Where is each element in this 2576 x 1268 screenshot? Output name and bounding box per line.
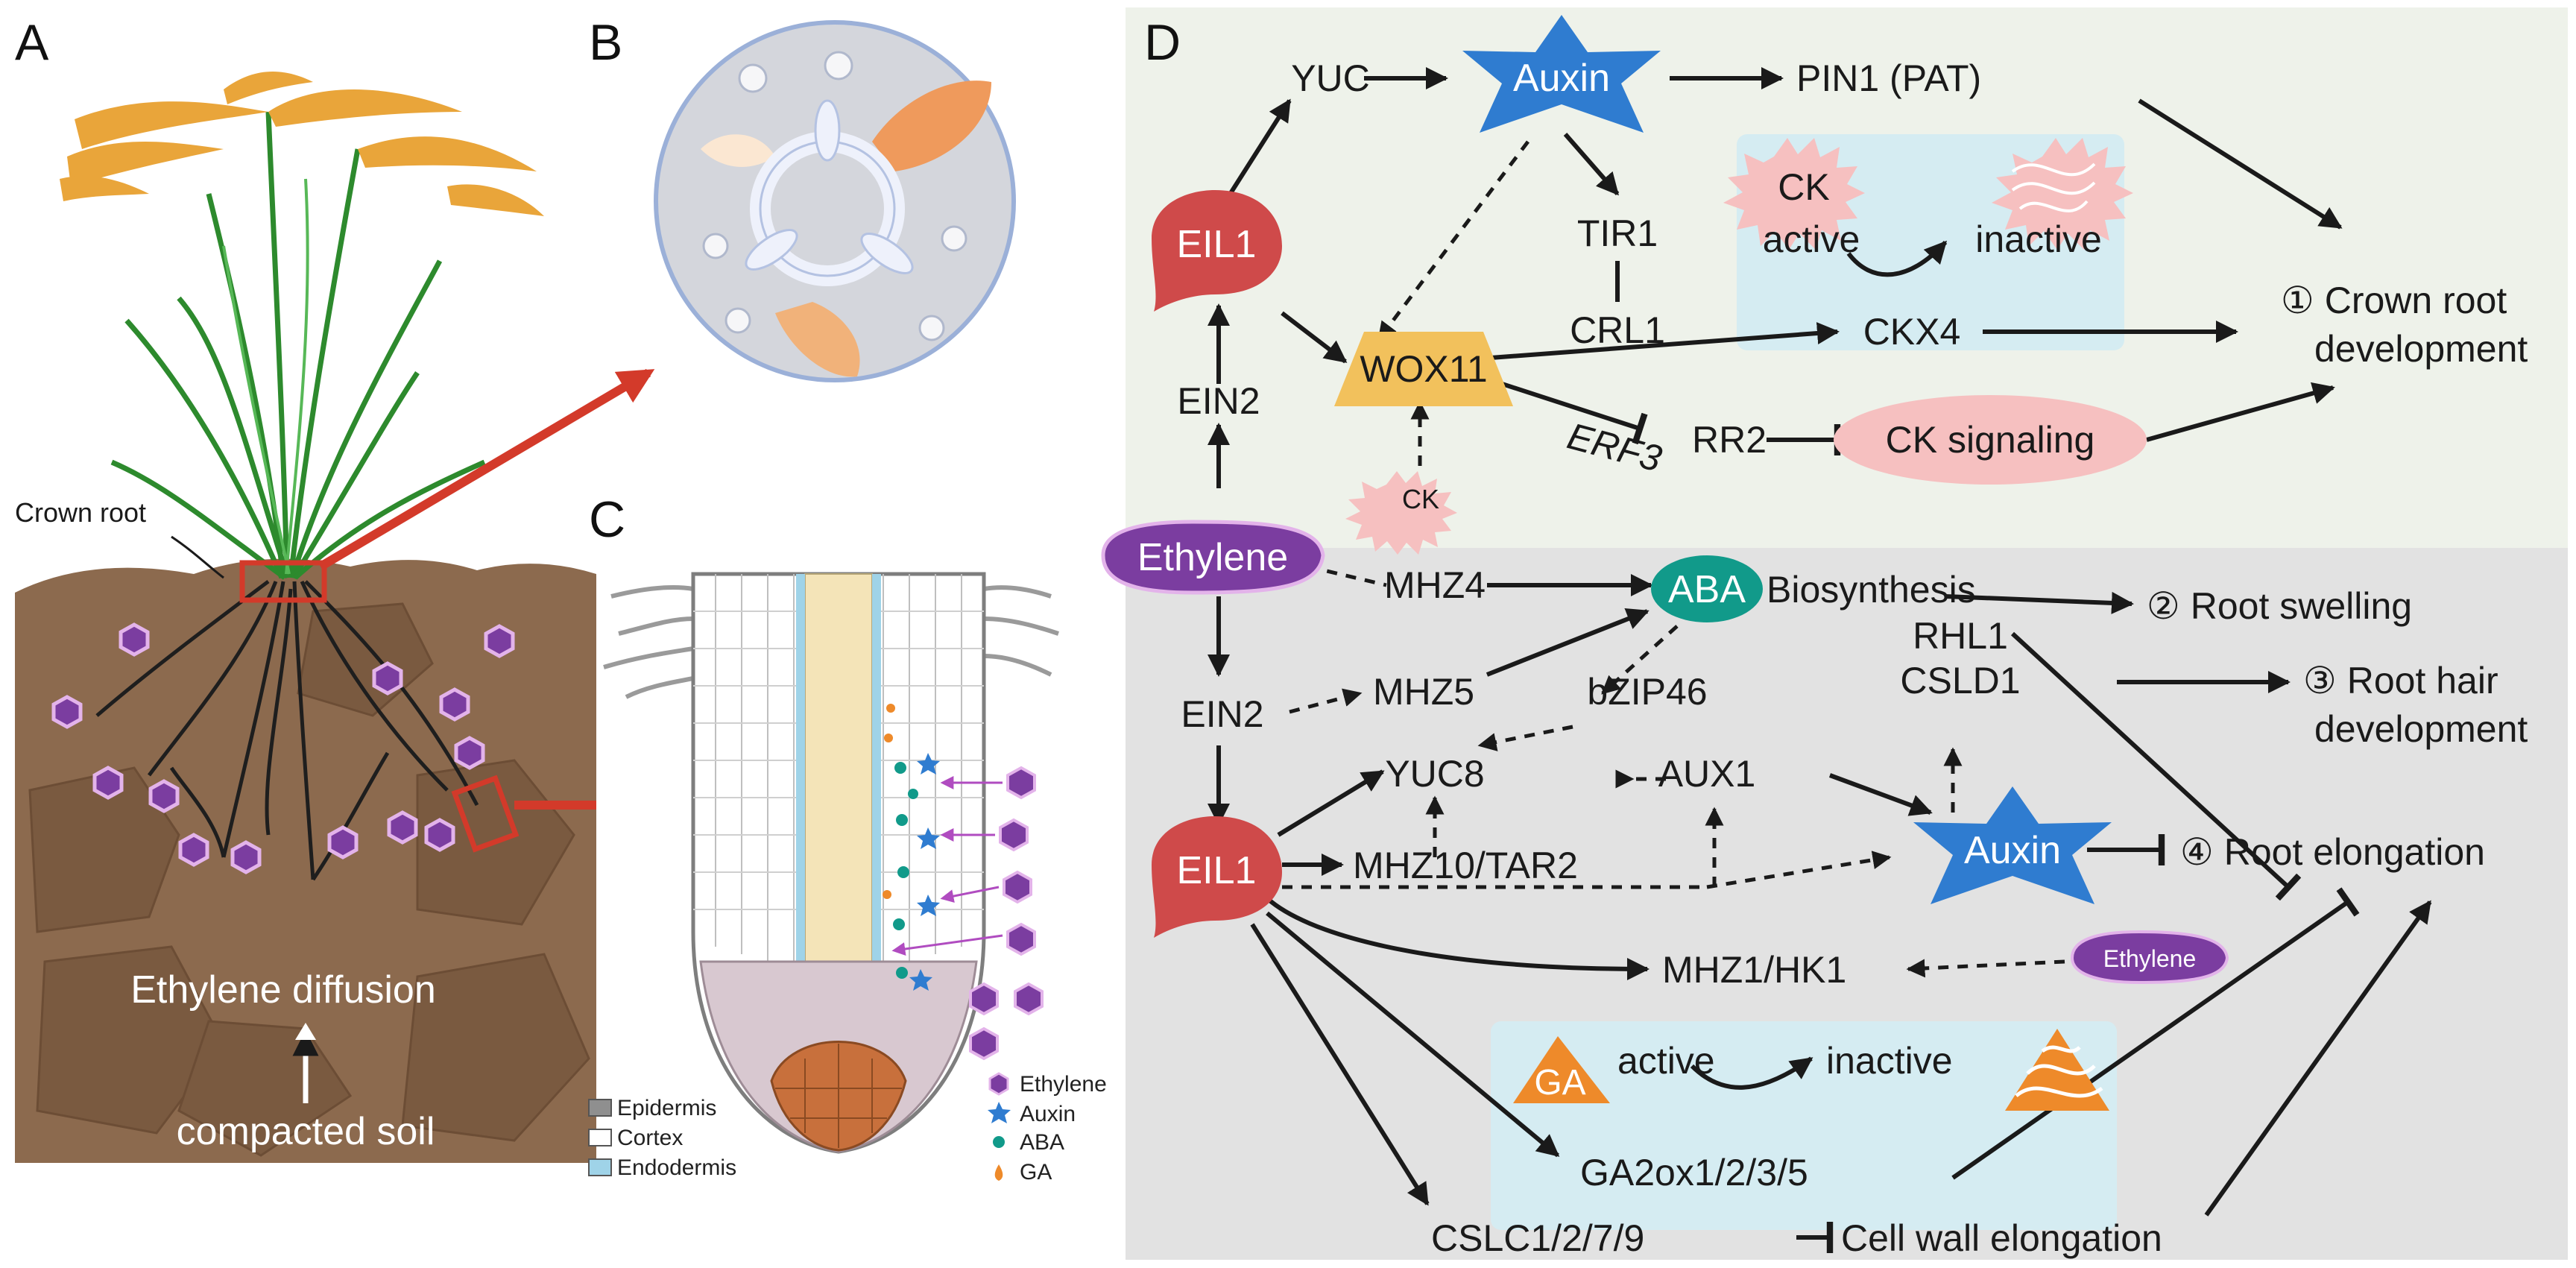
cslc-label: CSLC1/2/7/9 bbox=[1431, 1217, 1644, 1259]
aba-dots bbox=[893, 762, 918, 979]
legend-ga: GA bbox=[1020, 1160, 1052, 1185]
wox11-label: WOX11 bbox=[1360, 348, 1487, 390]
rhl1-label: RHL1 bbox=[1913, 615, 2008, 657]
crown-root-label: Crown root bbox=[15, 497, 146, 528]
ck-small-label: CK bbox=[1402, 484, 1439, 514]
mhz5-label: MHZ5 bbox=[1373, 671, 1474, 713]
rice-panicles bbox=[60, 72, 544, 216]
zoom-arrow-b bbox=[318, 368, 655, 571]
ga-active-shape bbox=[1513, 1036, 1610, 1103]
legend-cortex: Cortex bbox=[617, 1126, 683, 1150]
ck-signaling-label: CK signaling bbox=[1886, 419, 2095, 461]
pin1-label: PIN1 (PAT) bbox=[1796, 57, 1981, 99]
root-hair-label-2: development bbox=[2314, 708, 2528, 750]
ck-signaling-shape bbox=[1834, 395, 2147, 485]
legend-ethylene: Ethylene bbox=[1020, 1072, 1107, 1097]
auxin-star-bottom bbox=[1913, 786, 2112, 904]
yuc-label: YUC bbox=[1291, 57, 1370, 99]
legend-aba: ABA bbox=[1020, 1130, 1064, 1155]
bottom-connectors bbox=[1208, 564, 2432, 1253]
ethylene-label-small: Ethylene bbox=[2103, 945, 2197, 972]
top-connectors bbox=[1208, 67, 2343, 488]
root-hair-label-1: ③ Root hair bbox=[2303, 660, 2498, 701]
lysigenous-space-2 bbox=[775, 302, 860, 377]
rice-plant bbox=[110, 111, 486, 580]
hormone-legend: Ethylene Auxin ABA GA bbox=[988, 1072, 1107, 1185]
aba-label: ABA bbox=[1668, 568, 1746, 611]
ga-box bbox=[1491, 1021, 2117, 1230]
yuc8-label: YUC8 bbox=[1385, 753, 1484, 795]
legend-auxin: Auxin bbox=[1020, 1102, 1076, 1126]
crown-root-highlight bbox=[239, 560, 327, 603]
ein2-label-bottom: EIN2 bbox=[1181, 693, 1263, 735]
soil-ethylene-markers bbox=[51, 622, 515, 874]
endodermis-right bbox=[872, 574, 881, 969]
tir1-label: TIR1 bbox=[1577, 212, 1658, 254]
crown-root-dev-label-2: development bbox=[2314, 328, 2528, 370]
bzip46-label: bZIP46 bbox=[1587, 671, 1707, 713]
panel-label-c: C bbox=[589, 491, 625, 548]
lysigenous-space-3 bbox=[701, 134, 775, 167]
aerenchyma-spaces bbox=[702, 51, 967, 341]
ga-inactive-label: inactive bbox=[1826, 1040, 1953, 1082]
endodermis-left bbox=[796, 574, 805, 969]
root-hairs bbox=[603, 585, 1059, 699]
rr2-label: RR2 bbox=[1692, 419, 1767, 461]
ethylene-label-center: Ethylene bbox=[1137, 536, 1288, 579]
aux1-label: AUX1 bbox=[1658, 753, 1756, 795]
ck-small-blob bbox=[1345, 471, 1457, 555]
auxin-star-top bbox=[1462, 15, 1661, 133]
panel-b: B bbox=[589, 14, 1016, 382]
eil1-shape-bottom bbox=[1152, 816, 1282, 938]
auxin-dots bbox=[909, 753, 940, 991]
wox11-shape bbox=[1334, 332, 1513, 406]
cell-wall-label: Cell wall elongation bbox=[1841, 1217, 2162, 1259]
mhz4-label: MHZ4 bbox=[1384, 564, 1486, 606]
ck-active-text: CK bbox=[1778, 166, 1829, 208]
compacted-soil-label: compacted soil bbox=[177, 1110, 435, 1153]
ck-active-blob bbox=[1723, 138, 1865, 250]
crl1-label: CRL1 bbox=[1570, 309, 1665, 351]
aba-shape bbox=[1651, 555, 1763, 622]
ein2-label-top: EIN2 bbox=[1177, 380, 1260, 422]
legend-epidermis: Epidermis bbox=[617, 1096, 716, 1120]
mhz1-label: MHZ1/HK1 bbox=[1662, 949, 1846, 991]
stele bbox=[804, 573, 873, 970]
ethylene-shape-center bbox=[1101, 520, 1325, 595]
eil1-label-bottom: EIL1 bbox=[1177, 849, 1257, 892]
eil1-shape-top bbox=[1152, 190, 1282, 312]
tissue-legend: Epidermis Cortex Endodermis bbox=[588, 1096, 736, 1180]
panel-label-b: B bbox=[589, 14, 622, 71]
legend-endodermis: Endodermis bbox=[617, 1155, 736, 1180]
ckx4-label: CKX4 bbox=[1863, 311, 1961, 353]
csld1-label: CSLD1 bbox=[1900, 660, 2020, 701]
auxin-label-top: Auxin bbox=[1513, 57, 1610, 100]
ga-dots bbox=[883, 704, 895, 899]
root-swelling-label: ② Root swelling bbox=[2147, 585, 2412, 627]
mhz10-label: MHZ10/TAR2 bbox=[1353, 845, 1578, 886]
panel-label-a: A bbox=[15, 14, 49, 71]
lysigenous-space-1 bbox=[872, 81, 991, 171]
ck-inactive-label: inactive bbox=[1975, 218, 2102, 260]
outside-ethylene bbox=[969, 766, 1044, 1061]
ga-label: GA bbox=[1534, 1063, 1585, 1103]
ga-active-label: active bbox=[1617, 1040, 1715, 1082]
root-elongation-label: ④ Root elongation bbox=[2180, 831, 2485, 873]
ck-active-label: active bbox=[1763, 218, 1860, 260]
auxin-label-bottom: Auxin bbox=[1964, 829, 2061, 872]
biosynthesis-label: Biosynthesis bbox=[1767, 569, 1976, 611]
ethylene-diffusion-label: Ethylene diffusion bbox=[130, 968, 436, 1012]
ga2ox-label: GA2ox1/2/3/5 bbox=[1580, 1152, 1808, 1193]
crown-root-dev-label-1: ① Crown root bbox=[2281, 280, 2507, 321]
root-tip-highlight bbox=[451, 775, 520, 853]
panel-a: A bbox=[15, 14, 655, 1163]
eil1-label-top: EIL1 bbox=[1177, 223, 1257, 266]
ethylene-shape-small bbox=[2070, 930, 2229, 985]
panel-c: C bbox=[588, 491, 1107, 1185]
panel-d: D bbox=[1101, 7, 2568, 1260]
panel-label-d: D bbox=[1144, 14, 1181, 71]
